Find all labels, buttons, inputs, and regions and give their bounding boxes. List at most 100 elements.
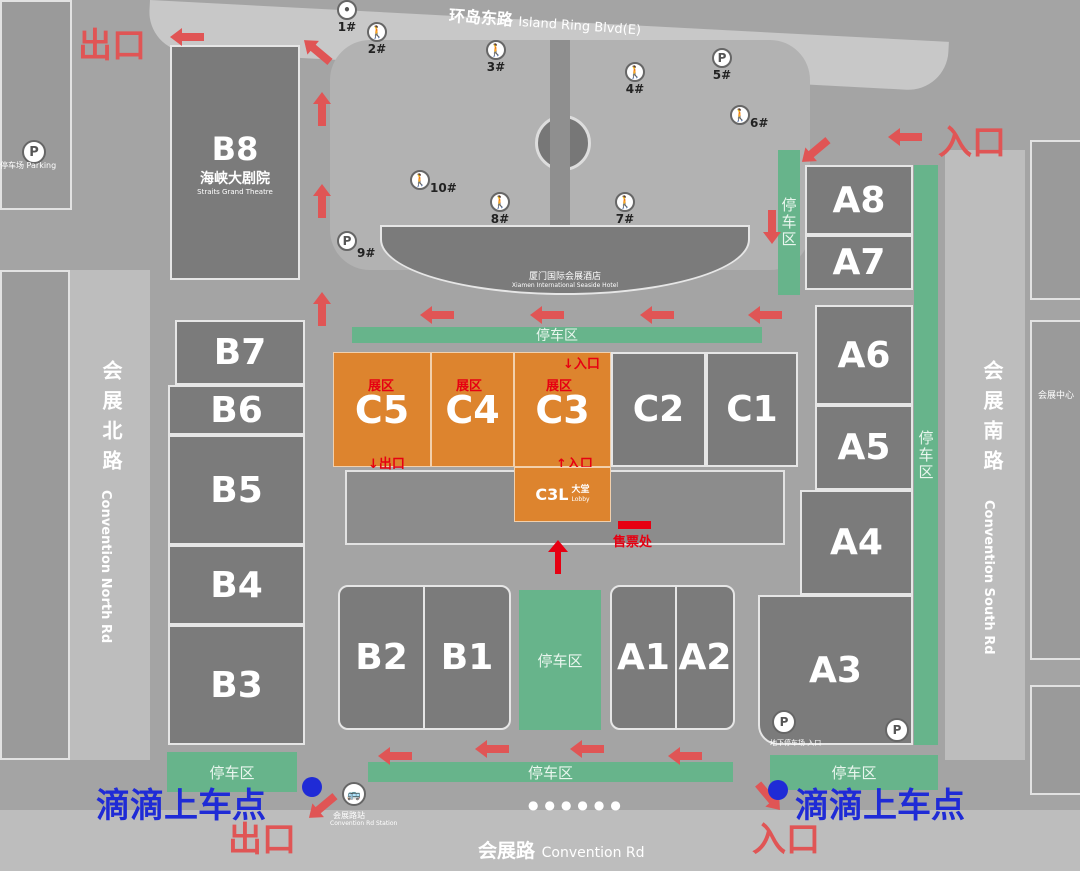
arrow-left-icon: [530, 306, 564, 324]
left-parking-label: 停车场 Parking: [0, 161, 57, 170]
exit-label-northwest: 出口: [78, 26, 146, 66]
arrow-left-icon: [668, 747, 702, 765]
hall-c4-label: C4: [445, 387, 500, 432]
ticket-office-label: 售票处: [613, 535, 653, 550]
hotel-cn: 厦门国际会展酒店: [528, 272, 601, 282]
parking-pin-icon: P: [337, 231, 357, 251]
c5-exit-label: ↓出口: [368, 457, 405, 472]
hall-a2[interactable]: A2: [675, 585, 735, 730]
parking-south[interactable]: 停车区: [368, 762, 733, 782]
poi-4[interactable]: 🚶4#: [625, 62, 645, 96]
entrance-label-northeast: 入口: [938, 123, 1006, 163]
walk-icon: 🚶: [486, 40, 506, 60]
poi-3[interactable]: 🚶3#: [486, 40, 506, 74]
hall-b4[interactable]: B4: [168, 545, 305, 625]
exit-label-southwest: 出口: [228, 820, 296, 860]
hall-c3-label: C3: [535, 387, 590, 432]
hall-b1[interactable]: B1: [423, 585, 511, 730]
poi-2[interactable]: 🚶2#: [367, 22, 387, 56]
parking-pin-icon: P: [772, 710, 796, 734]
hall-b2[interactable]: B2: [338, 585, 425, 730]
parking-pin-icon: P: [712, 48, 732, 68]
parking-southwest[interactable]: 停车区: [167, 752, 297, 792]
parking-center[interactable]: 停车区: [519, 590, 601, 730]
south-road-cn: 会展路: [478, 840, 536, 862]
hall-a1[interactable]: A1: [610, 585, 677, 730]
hall-c5[interactable]: C5: [333, 352, 431, 467]
hall-a4[interactable]: A4: [800, 490, 913, 595]
arrow-left-icon: [888, 128, 922, 146]
arrow-left-icon: [420, 306, 454, 324]
poi-8[interactable]: 🚶8#: [490, 192, 510, 226]
walk-icon: 🚶: [490, 192, 510, 212]
zone-label-c5: 展区: [368, 379, 395, 394]
bus-station-cn: 会展路站: [333, 811, 365, 820]
underground-parking-2[interactable]: P: [885, 718, 909, 742]
hall-a8[interactable]: A8: [805, 165, 913, 235]
arrow-left-icon: [170, 28, 204, 46]
poi-7[interactable]: 🚶7#: [615, 192, 635, 226]
hall-a7[interactable]: A7: [805, 235, 913, 290]
south-road: [0, 810, 1080, 871]
hall-b5[interactable]: B5: [168, 435, 305, 545]
hall-a6[interactable]: A6: [815, 305, 913, 405]
arrow-left-icon: [640, 306, 674, 324]
bus-station[interactable]: 🚌: [342, 782, 366, 806]
parking-southeast[interactable]: 停车区: [770, 755, 938, 790]
walk-icon: 🚶: [730, 105, 750, 125]
parking-pin-icon: P: [22, 140, 46, 164]
hall-c1[interactable]: C1: [706, 352, 798, 467]
east-road: [945, 150, 1025, 760]
poi-6[interactable]: 🚶6#: [730, 100, 768, 130]
arrow-up-icon: [313, 292, 331, 326]
poi-10[interactable]: 🚶10#: [410, 165, 457, 195]
central-promenade: [550, 40, 570, 255]
east-road-en: Convention South Rd: [981, 500, 996, 655]
walk-icon: 🚶: [410, 170, 430, 190]
didi-pickup-dot-east[interactable]: [768, 780, 788, 800]
west-road-en: Convention North Rd: [98, 490, 113, 644]
hall-a5[interactable]: A5: [815, 405, 913, 490]
north-road-cn: 环岛东路: [448, 5, 514, 30]
hall-c5-label: C5: [354, 387, 410, 432]
west-block: [0, 270, 70, 760]
didi-pickup-label-east: 滴滴上车点: [795, 786, 965, 826]
bus-station-en: Convention Rd Station: [330, 820, 398, 827]
pin-icon: •: [337, 0, 357, 20]
hall-c4[interactable]: C4: [431, 352, 514, 467]
arrow-diagonal-icon: [751, 778, 787, 816]
theatre-en: Straits Grand Theatre: [197, 187, 273, 196]
ticket-office-marker[interactable]: [618, 521, 651, 529]
south-road-en: Convention Rd: [541, 845, 645, 861]
hotel-en: Xiamen International Seaside Hotel: [511, 282, 619, 289]
theatre-cn: 海峡大剧院: [200, 170, 270, 187]
underground-parking-entrance[interactable]: P: [772, 710, 796, 734]
arrow-diagonal-icon: [303, 789, 341, 825]
didi-pickup-label-west: 滴滴上车点: [96, 786, 266, 826]
arrow-left-icon: [475, 740, 509, 758]
hall-b7[interactable]: B7: [175, 320, 305, 385]
east-block-1: [1030, 140, 1080, 300]
theatre-id: B8: [211, 129, 259, 168]
east-road-cn: 会展南路: [980, 360, 1004, 480]
lobby-up-arrow-icon: [548, 540, 568, 574]
didi-pickup-dot-west[interactable]: [302, 777, 322, 797]
arrow-diagonal-icon: [796, 133, 834, 169]
east-block-3: [1030, 685, 1080, 795]
arrow-up-icon: [313, 184, 331, 218]
parking-northeast[interactable]: 停车区: [778, 150, 800, 295]
theatre-building[interactable]: B8 海峡大剧院 Straits Grand Theatre: [170, 45, 300, 280]
hall-c3[interactable]: C3: [514, 352, 611, 467]
hall-b3[interactable]: B3: [168, 625, 305, 745]
hall-b6[interactable]: B6: [168, 385, 305, 435]
poi-1[interactable]: •1#: [337, 0, 357, 34]
seaside-hotel[interactable]: 厦门国际会展酒店 Xiamen International Seaside Ho…: [380, 225, 750, 295]
lobby-c3l[interactable]: C3L 大堂 Lobby: [514, 467, 611, 522]
west-road: [70, 270, 150, 760]
parking-north[interactable]: 停车区: [352, 327, 762, 344]
convention-center-label: 会展中心: [1038, 391, 1075, 401]
hall-c2[interactable]: C2: [611, 352, 706, 467]
parking-east[interactable]: 停车区: [914, 165, 938, 745]
